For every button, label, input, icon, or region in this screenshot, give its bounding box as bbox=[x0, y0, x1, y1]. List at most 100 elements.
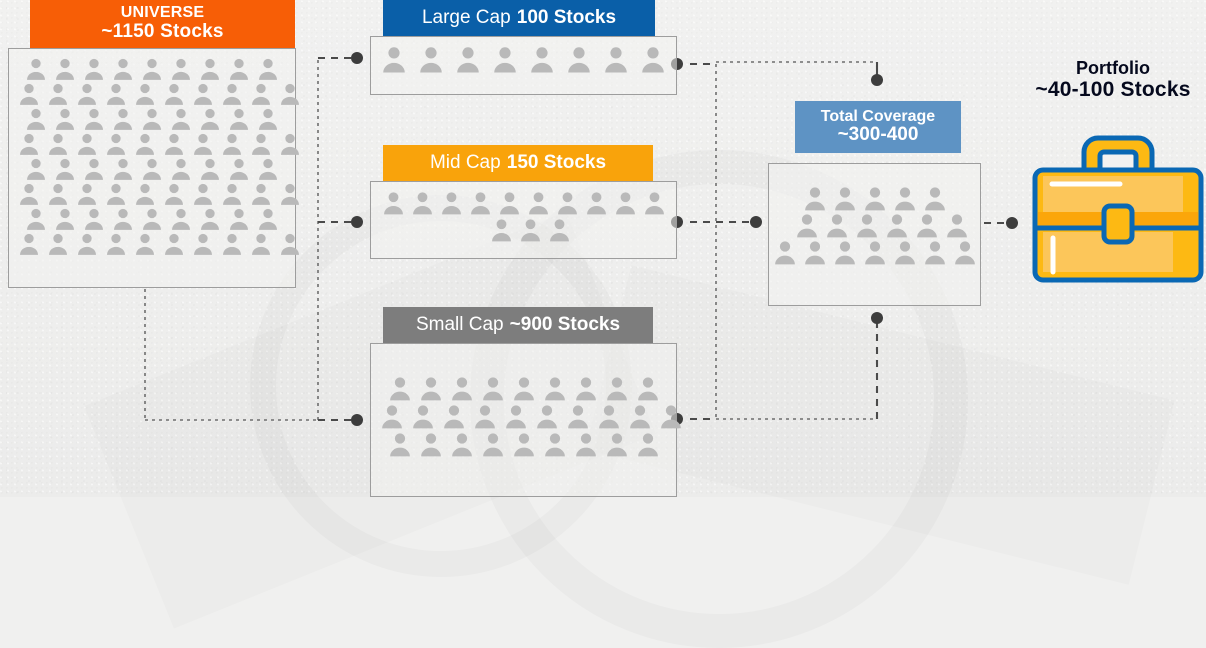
person-icon bbox=[834, 187, 855, 211]
person-icon bbox=[280, 233, 299, 255]
small-cap-count: ~900 Stocks bbox=[509, 314, 621, 335]
person-icon bbox=[77, 133, 96, 155]
person-icon bbox=[222, 83, 241, 105]
person-icon bbox=[420, 377, 441, 401]
person-icon bbox=[251, 83, 270, 105]
person-icon bbox=[383, 47, 405, 73]
person-icon bbox=[575, 433, 596, 457]
person-icon bbox=[834, 241, 855, 265]
large-cap-count: 100 Stocks bbox=[516, 7, 617, 28]
person-icon bbox=[412, 192, 432, 215]
person-icon bbox=[201, 108, 219, 130]
portfolio-count: ~40-100 Stocks bbox=[1035, 78, 1191, 102]
person-icon bbox=[259, 208, 277, 230]
person-icon bbox=[804, 241, 825, 265]
person-icon bbox=[797, 214, 817, 238]
person-icon bbox=[513, 433, 534, 457]
mid-cap-header: Mid Cap 150 Stocks bbox=[383, 145, 653, 181]
people-row bbox=[774, 240, 976, 265]
person-icon bbox=[193, 233, 212, 255]
person-icon bbox=[499, 192, 519, 215]
person-icon bbox=[201, 208, 219, 230]
person-icon bbox=[164, 183, 183, 205]
person-icon bbox=[774, 241, 795, 265]
people-row bbox=[804, 186, 946, 211]
large-cap-header: Large Cap 100 Stocks bbox=[383, 0, 655, 36]
person-icon bbox=[660, 405, 681, 429]
person-icon bbox=[230, 108, 248, 130]
person-icon bbox=[606, 377, 627, 401]
diagram-canvas: UNIVERSE ~1150 Stocks Large Cap 100 Stoc… bbox=[0, 0, 1206, 497]
person-icon bbox=[251, 233, 270, 255]
person-icon bbox=[280, 83, 299, 105]
people-row bbox=[26, 58, 278, 80]
mid-cap-count: 150 Stocks bbox=[506, 152, 607, 173]
person-icon bbox=[924, 187, 945, 211]
person-icon bbox=[474, 405, 495, 429]
large-cap-people-grid bbox=[371, 46, 676, 73]
people-row bbox=[26, 108, 278, 130]
person-icon bbox=[48, 233, 67, 255]
person-icon bbox=[482, 377, 503, 401]
small-cap-header: Small Cap ~900 Stocks bbox=[383, 307, 653, 343]
person-icon bbox=[412, 405, 433, 429]
person-icon bbox=[470, 192, 490, 215]
person-icon bbox=[230, 158, 248, 180]
person-icon bbox=[85, 158, 103, 180]
people-row bbox=[19, 83, 300, 105]
universe-people-box bbox=[8, 48, 299, 288]
people-row bbox=[381, 404, 682, 429]
person-icon bbox=[135, 183, 154, 205]
person-icon bbox=[164, 133, 183, 155]
person-icon bbox=[114, 208, 132, 230]
person-icon bbox=[172, 158, 190, 180]
people-row bbox=[26, 208, 278, 230]
person-icon bbox=[135, 83, 154, 105]
person-icon bbox=[164, 233, 183, 255]
person-icon bbox=[544, 433, 565, 457]
small-cap-people-box bbox=[370, 343, 681, 497]
person-icon bbox=[172, 208, 190, 230]
person-icon bbox=[48, 83, 67, 105]
person-icon bbox=[280, 133, 299, 155]
person-icon bbox=[27, 208, 45, 230]
person-icon bbox=[56, 158, 74, 180]
person-icon bbox=[259, 58, 277, 80]
person-icon bbox=[106, 183, 125, 205]
person-icon bbox=[19, 83, 38, 105]
person-icon bbox=[642, 47, 664, 73]
person-icon bbox=[135, 233, 154, 255]
person-icon bbox=[606, 433, 627, 457]
people-row bbox=[19, 233, 300, 255]
person-icon bbox=[615, 192, 635, 215]
person-icon bbox=[251, 183, 270, 205]
person-icon bbox=[827, 214, 847, 238]
universe-header: UNIVERSE ~1150 Stocks bbox=[30, 0, 295, 48]
person-icon bbox=[494, 47, 516, 73]
people-row bbox=[389, 376, 659, 401]
person-icon bbox=[492, 219, 512, 242]
person-icon bbox=[230, 208, 248, 230]
person-icon bbox=[629, 405, 650, 429]
people-row bbox=[19, 183, 300, 205]
person-icon bbox=[85, 58, 103, 80]
people-row bbox=[796, 213, 968, 238]
person-icon bbox=[857, 214, 877, 238]
person-icon bbox=[56, 208, 74, 230]
person-icon bbox=[143, 208, 161, 230]
person-icon bbox=[389, 433, 410, 457]
person-icon bbox=[637, 433, 658, 457]
person-icon bbox=[637, 377, 658, 401]
person-icon bbox=[381, 405, 402, 429]
people-row bbox=[491, 218, 570, 242]
person-icon bbox=[193, 83, 212, 105]
person-icon bbox=[586, 192, 606, 215]
people-row bbox=[383, 191, 665, 215]
person-icon bbox=[598, 405, 619, 429]
person-icon bbox=[947, 214, 967, 238]
total-coverage-caption: Total Coverage bbox=[820, 108, 936, 126]
person-icon bbox=[531, 47, 553, 73]
total-coverage-people-grid bbox=[769, 186, 980, 265]
person-icon bbox=[894, 241, 915, 265]
person-icon bbox=[77, 183, 96, 205]
